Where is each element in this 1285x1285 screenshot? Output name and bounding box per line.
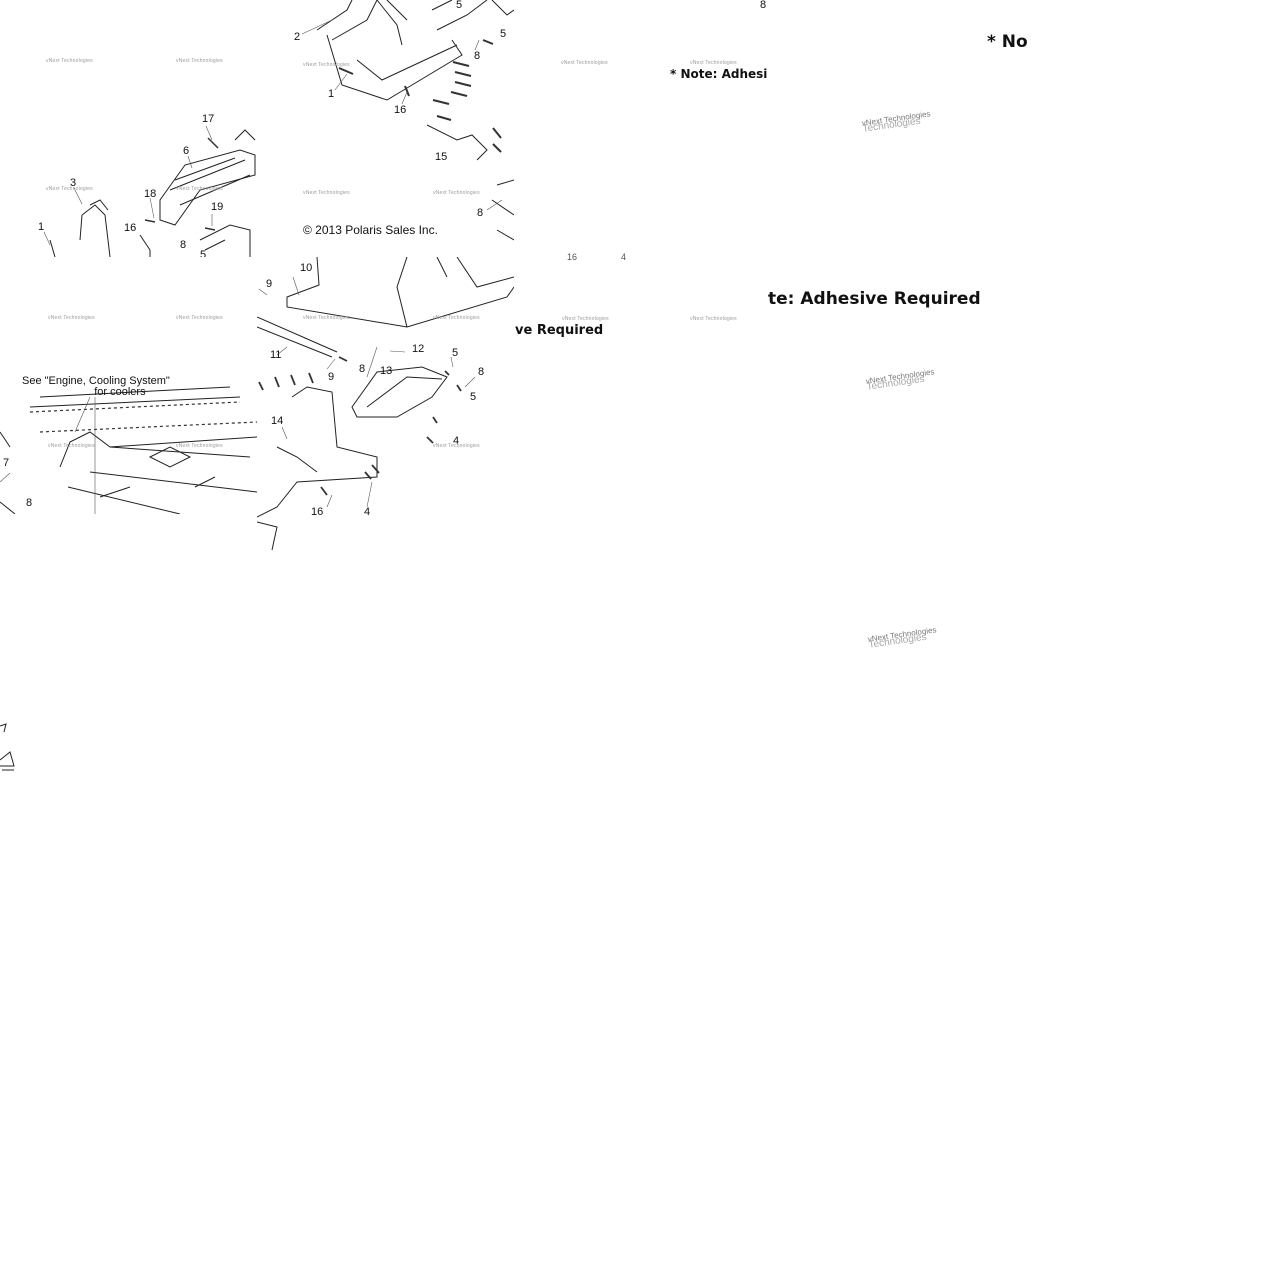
callout-7: 7: [3, 457, 10, 469]
callout-4: 4: [364, 506, 371, 518]
chassis-drawing-b: [301, 0, 514, 241]
callout-5: 5: [456, 0, 463, 11]
callout-18: 18: [144, 188, 157, 200]
callout-15: 15: [435, 151, 448, 163]
watermark: vNext Technologies: [433, 315, 480, 321]
callout-3: 3: [70, 177, 77, 189]
copyright-notice: © 2013 Polaris Sales Inc.: [303, 223, 438, 237]
callout-16: 16: [567, 252, 578, 262]
note-adhesive-required: te: Adhesive Required: [768, 289, 981, 309]
watermark: vNext Technologies: [433, 443, 480, 449]
watermark: vNext Technologies: [433, 190, 480, 196]
callout-16: 16: [311, 506, 324, 518]
callout-5: 5: [452, 347, 459, 359]
edge-drawing-fragment: [0, 723, 15, 771]
diagram-tile-b: 2 5 5 8 1 16 15 8 © 2013 Polaris Sales I…: [257, 0, 514, 257]
callout-2: 2: [294, 31, 301, 43]
callout-5: 5: [200, 249, 207, 258]
callout-12: 12: [412, 343, 425, 355]
callout-6: 6: [183, 145, 190, 157]
callout-8: 8: [760, 0, 767, 11]
callout-8: 8: [477, 207, 484, 219]
callout-19: 19: [211, 201, 224, 213]
callout-5: 5: [470, 391, 477, 403]
watermark: vNext Technologies: [303, 62, 350, 68]
watermark: vNext Technologies: [690, 316, 737, 322]
callout-16: 16: [394, 104, 407, 116]
watermark: vNext Technologies: [176, 315, 223, 321]
watermark: vNext Technologies: [690, 60, 737, 66]
callout-8: 8: [359, 363, 366, 375]
watermark: vNext Technologies: [562, 316, 609, 322]
chassis-drawing-c: [0, 386, 257, 514]
callout-8: 8: [26, 497, 33, 509]
callout-13: 13: [380, 365, 393, 377]
callout-10: 10: [300, 262, 313, 274]
callout-17: 17: [202, 113, 215, 125]
callout-11: 11: [270, 349, 282, 361]
note-adhesive-fragment: * Note: Adhesi: [670, 67, 768, 81]
watermark-large: vNext Technologies Technologies: [865, 367, 936, 393]
watermark: vNext Technologies: [46, 58, 93, 64]
watermark: vNext Technologies: [176, 186, 223, 192]
watermark-large: vNext Technologies Technologies: [867, 625, 938, 651]
note-required-fragment: ve Required: [515, 323, 604, 338]
diagram-tile-a: 17 6 3 18 19 1 16 8 5 vNext Technologies…: [0, 0, 257, 257]
chassis-drawing-a: [43, 125, 256, 257]
callout-8: 8: [474, 50, 481, 62]
callout-5: 5: [500, 28, 507, 40]
callout-4: 4: [453, 435, 460, 447]
watermark: vNext Technologies: [176, 443, 223, 449]
see-engine-cooling-note: See "Engine, Cooling System" for coolers: [22, 375, 170, 398]
callout-8: 8: [478, 366, 485, 378]
callout-4: 4: [621, 252, 627, 262]
watermark-large: vNext Technologies Technologies: [861, 109, 932, 135]
note-star-no: * No: [987, 32, 1028, 52]
callout-14: 14: [271, 415, 284, 427]
watermark: vNext Technologies: [46, 186, 93, 192]
watermark: vNext Technologies: [561, 60, 608, 66]
callout-9: 9: [266, 278, 273, 290]
watermark: vNext Technologies: [48, 443, 95, 449]
watermark: vNext Technologies: [176, 58, 223, 64]
watermark: vNext Technologies: [303, 190, 350, 196]
diagram-tile-c: See "Engine, Cooling System" for coolers…: [0, 257, 257, 514]
callout-9: 9: [328, 371, 335, 383]
callout-1: 1: [328, 88, 335, 100]
callout-1: 1: [38, 221, 45, 233]
callout-8: 8: [180, 239, 187, 251]
watermark: vNext Technologies: [303, 315, 350, 321]
diagram-tile-d: 10 9 11 9 12 5 8 13 8 5 4 14 16 4 vNext …: [257, 257, 514, 550]
watermark: vNext Technologies: [48, 315, 95, 321]
callout-16: 16: [124, 222, 137, 234]
chassis-drawing-d: [257, 257, 514, 550]
